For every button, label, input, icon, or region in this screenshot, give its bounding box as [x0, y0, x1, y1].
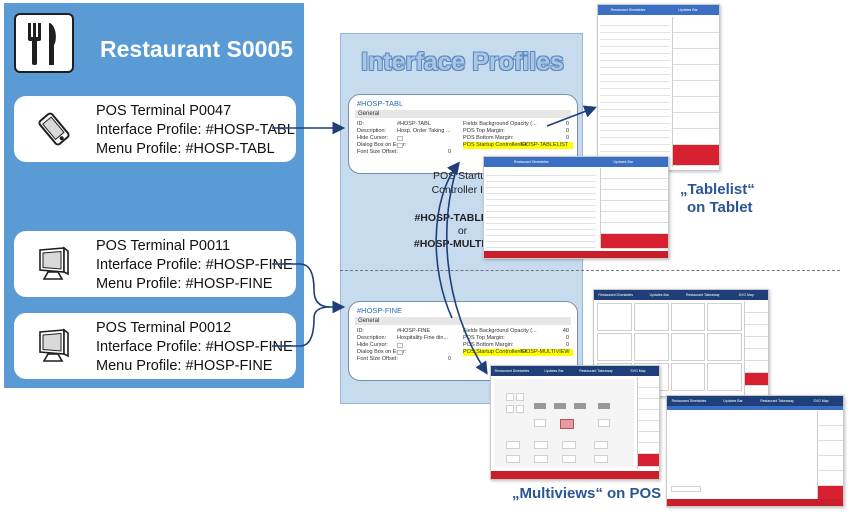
- terminal-card-p0011[interactable]: POS Terminal P0011 Interface Profile: #H…: [14, 231, 296, 297]
- multiview-screenshot-front: Restaurant Dinetables Updates Bar Restau…: [490, 365, 660, 480]
- description-value: Hosp. Order Taking ...: [397, 128, 451, 134]
- tablet-icon: [34, 109, 74, 149]
- profile-name: #HOSP-FINE: [357, 306, 403, 315]
- terminal-menu-profile: Menu Profile: #HOSP-TABL: [96, 141, 275, 157]
- id-value: #HOSP-FINE: [397, 328, 431, 334]
- floor-plan: [494, 379, 634, 467]
- startup-controller-field[interactable]: POS Startup Controller ID:#HOSP-MULTIVIE…: [463, 349, 573, 356]
- caption-multiviews: „Multiviews“ on POS: [512, 485, 662, 502]
- font-size-offset-value: 0: [447, 149, 451, 155]
- profile-name: #HOSP-TABL: [357, 99, 404, 108]
- terminal-card-p0047[interactable]: POS Terminal P0047 Interface Profile: #H…: [14, 96, 296, 162]
- left-fields: ID:#HOSP-TABL Description:Hosp. Order Ta…: [357, 121, 451, 155]
- restaurant-panel: Restaurant S0005 POS Terminal P0047 Inte…: [4, 3, 304, 388]
- caption-tablelist: „Tablelist“: [680, 181, 755, 198]
- startup-controller-field[interactable]: POS Startup Controller ID:#HOSP-TABLELIS…: [463, 142, 573, 149]
- tablelist-screenshot-front: Restaurant Dinetables Updates Bar: [483, 156, 669, 259]
- section-general[interactable]: General: [355, 110, 571, 118]
- tablelist-screenshot-back: Restaurant Dinetables Updates Bar: [597, 4, 720, 171]
- section-general[interactable]: General: [355, 317, 571, 325]
- multiview-screenshot-right: Restaurant Dinetables Updates Bar Restau…: [666, 395, 844, 507]
- dialog-box-checkbox[interactable]: [397, 350, 403, 355]
- terminal-interface-profile: Interface Profile: #HOSP-TABL: [96, 122, 295, 138]
- left-fields: ID:#HOSP-FINE Description:Hospitality Fi…: [357, 328, 451, 362]
- font-size-offset-value: 0: [447, 356, 451, 362]
- separator-line: [340, 270, 840, 271]
- terminal-name: POS Terminal P0047: [96, 103, 232, 119]
- restaurant-title: Restaurant S0005: [100, 36, 294, 62]
- monitor-icon: [34, 326, 74, 366]
- caption-on-tablet: on Tablet: [687, 199, 753, 216]
- terminal-menu-profile: Menu Profile: #HOSP-FINE: [96, 358, 273, 374]
- hide-cursor-checkbox[interactable]: [397, 136, 403, 141]
- description-value: Hospitality Fine din...: [397, 335, 449, 341]
- terminal-name: POS Terminal P0012: [96, 320, 232, 336]
- terminal-name: POS Terminal P0011: [96, 238, 231, 254]
- monitor-icon: [34, 244, 74, 284]
- cutlery-icon: [14, 13, 74, 73]
- terminal-interface-profile: Interface Profile: #HOSP-FINE: [96, 339, 293, 355]
- right-fields: Fields Background Opacity (...40 POS Top…: [463, 328, 573, 356]
- hide-cursor-checkbox[interactable]: [397, 343, 403, 348]
- terminal-menu-profile: Menu Profile: #HOSP-FINE: [96, 276, 273, 292]
- right-fields: Fields Background Opacity (...0 POS Top …: [463, 121, 573, 149]
- terminal-interface-profile: Interface Profile: #HOSP-FINE: [96, 257, 293, 273]
- dialog-box-checkbox[interactable]: [397, 143, 403, 148]
- terminal-card-p0012[interactable]: POS Terminal P0012 Interface Profile: #H…: [14, 313, 296, 379]
- interface-profiles-title: Interface Profiles: [361, 48, 564, 76]
- id-value: #HOSP-TABL: [397, 121, 431, 127]
